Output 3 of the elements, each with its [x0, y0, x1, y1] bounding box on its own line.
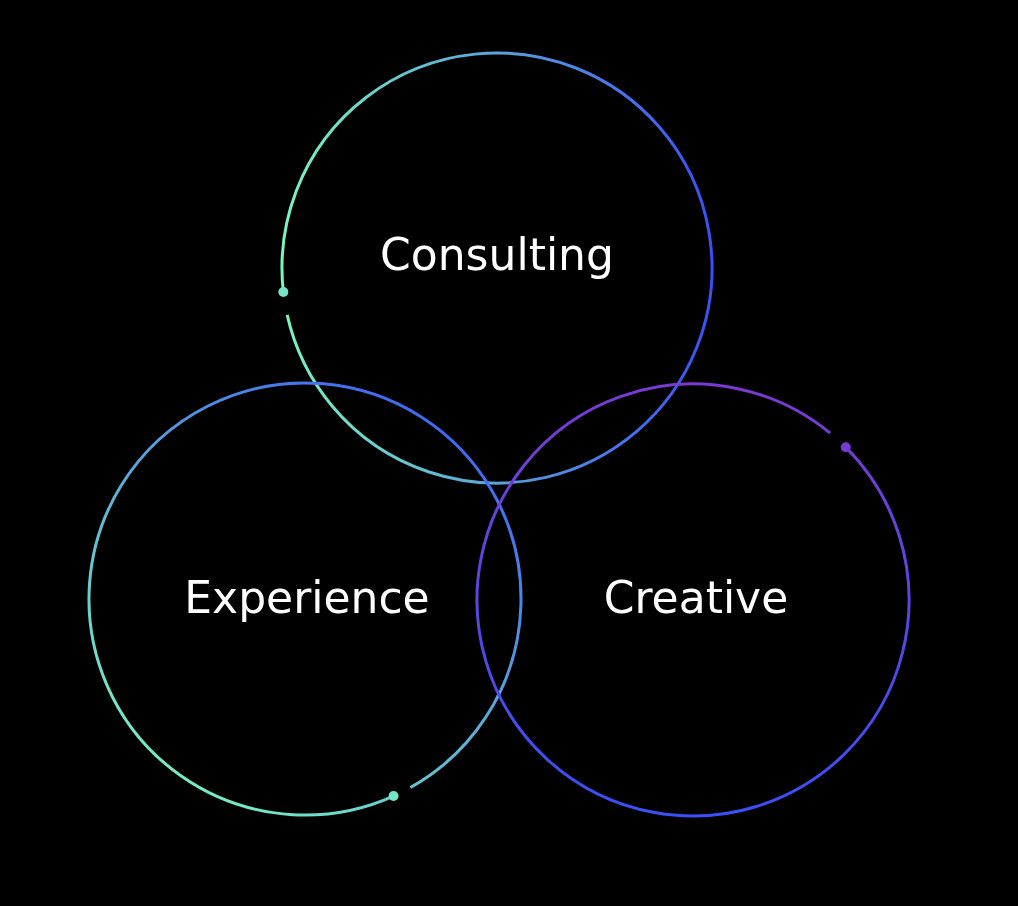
circle-label: Creative — [603, 573, 789, 623]
circle-label: Experience — [184, 573, 430, 623]
circle-label: Consulting — [380, 230, 614, 280]
